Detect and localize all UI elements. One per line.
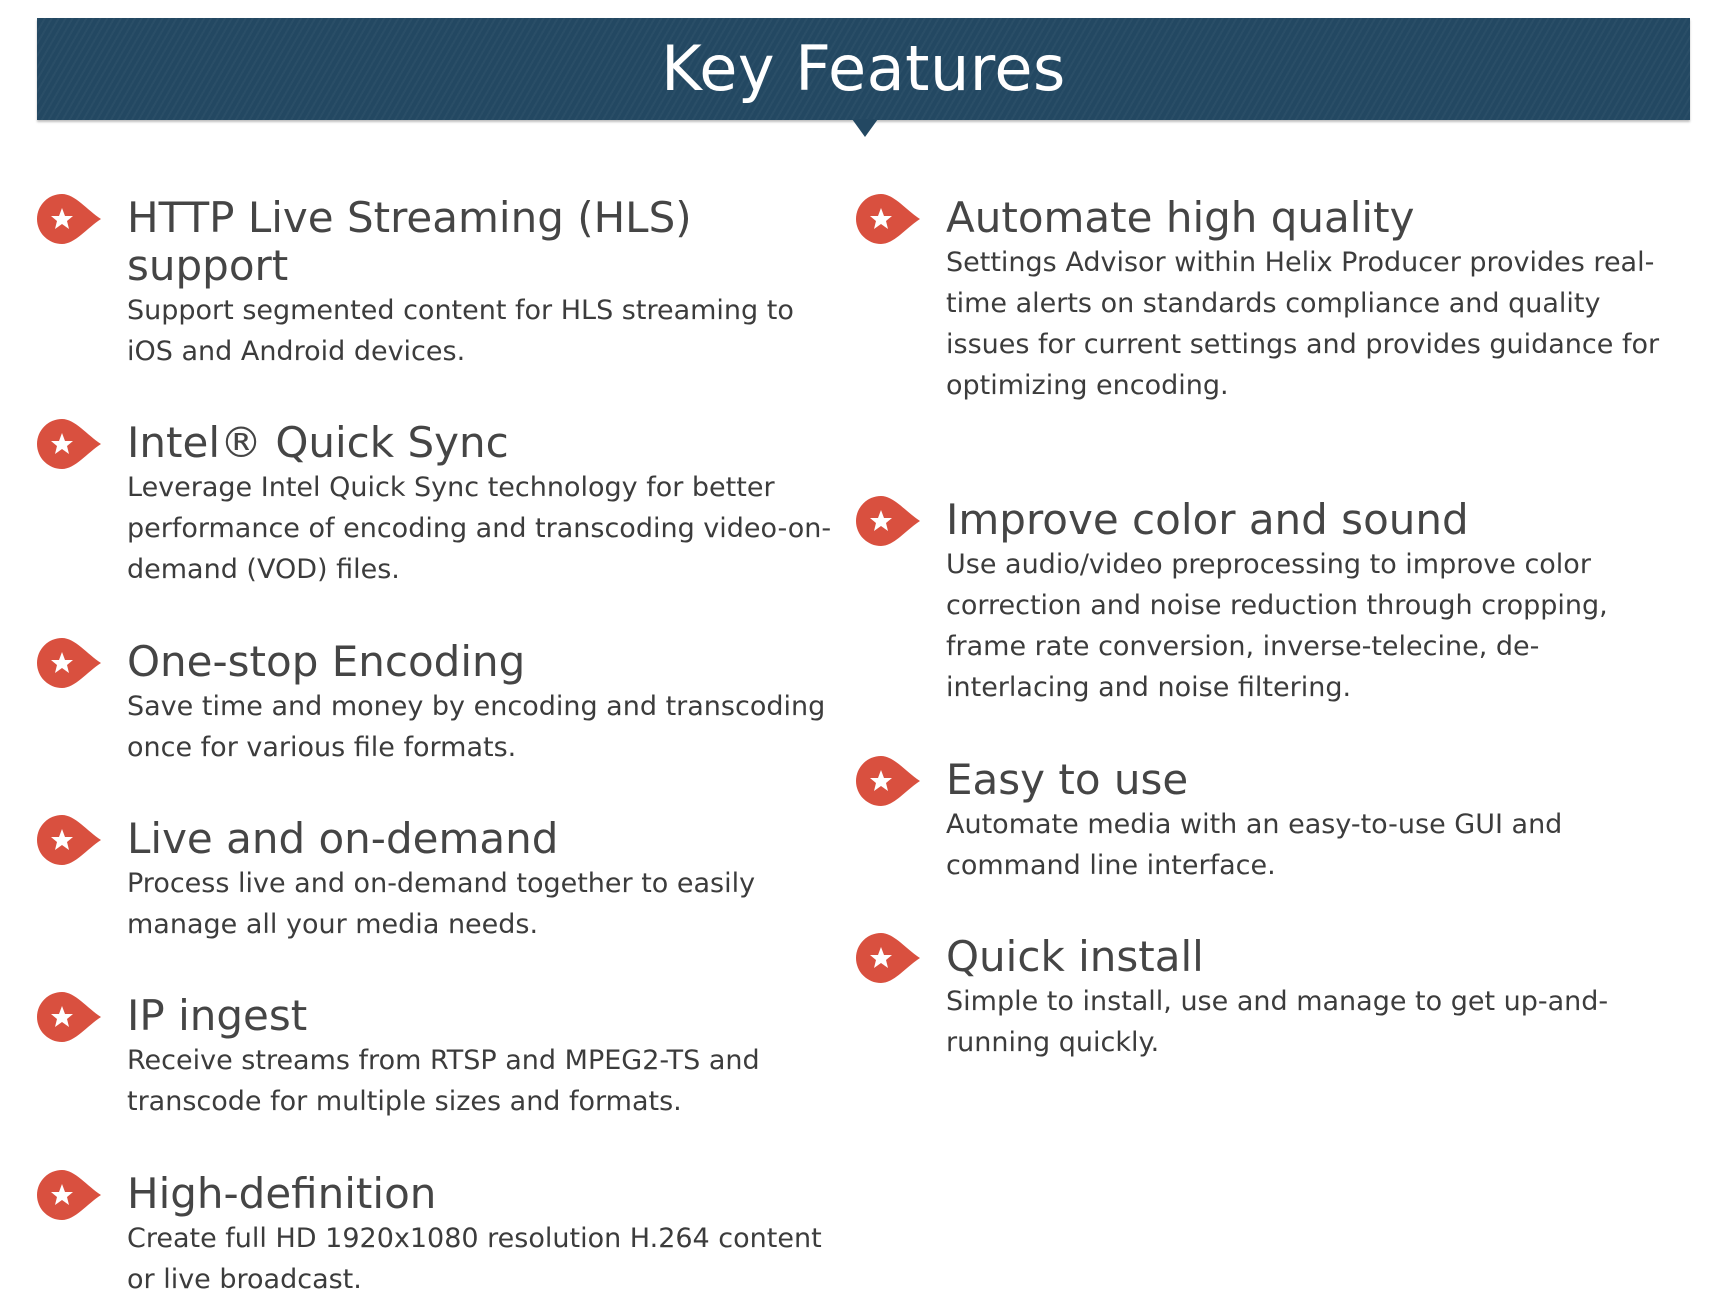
title-banner: Key Features	[37, 18, 1690, 120]
banner-pointer	[852, 119, 878, 137]
feature-description: Use audio/video preprocessing to improve…	[946, 549, 1608, 703]
feature-heading: One-stop Encoding	[127, 637, 526, 686]
star-badge-icon	[37, 992, 103, 1042]
feature-description: Process live and on-demand together to e…	[127, 868, 756, 940]
star-badge-icon	[856, 933, 922, 983]
feature-heading: Improve color and sound	[946, 495, 1469, 544]
feature-heading: IP ingest	[127, 991, 308, 1040]
feature-heading: Live and on-demand	[127, 814, 559, 863]
feature-heading: Automate high quality	[946, 193, 1415, 242]
star-badge-icon	[37, 419, 103, 469]
feature-heading: HTTP Live Streaming (HLS) support	[127, 193, 692, 290]
feature-description: Support segmented content for HLS stream…	[127, 295, 794, 367]
feature-description: Receive streams from RTSP and MPEG2-TS a…	[127, 1045, 760, 1117]
star-badge-icon	[856, 756, 922, 806]
page-title: Key Features	[661, 32, 1066, 105]
feature-description: Automate media with an easy-to-use GUI a…	[946, 809, 1563, 881]
feature-description: Save time and money by encoding and tran…	[127, 691, 826, 763]
feature-heading: Easy to use	[946, 755, 1189, 804]
feature-description: Leverage Intel Quick Sync technology for…	[127, 472, 832, 585]
star-badge-icon	[856, 194, 922, 244]
feature-heading: Intel® Quick Sync	[127, 418, 509, 467]
feature-description: Simple to install, use and manage to get…	[946, 986, 1609, 1058]
star-badge-icon	[37, 1170, 103, 1220]
feature-heading: High-definition	[127, 1169, 437, 1218]
star-badge-icon	[37, 194, 103, 244]
star-badge-icon	[37, 815, 103, 865]
feature-description: Settings Advisor within Helix Producer p…	[946, 247, 1660, 401]
star-badge-icon	[856, 496, 922, 546]
feature-description: Create full HD 1920x1080 resolution H.26…	[127, 1223, 822, 1295]
feature-heading: Quick install	[946, 932, 1204, 981]
star-badge-icon	[37, 638, 103, 688]
